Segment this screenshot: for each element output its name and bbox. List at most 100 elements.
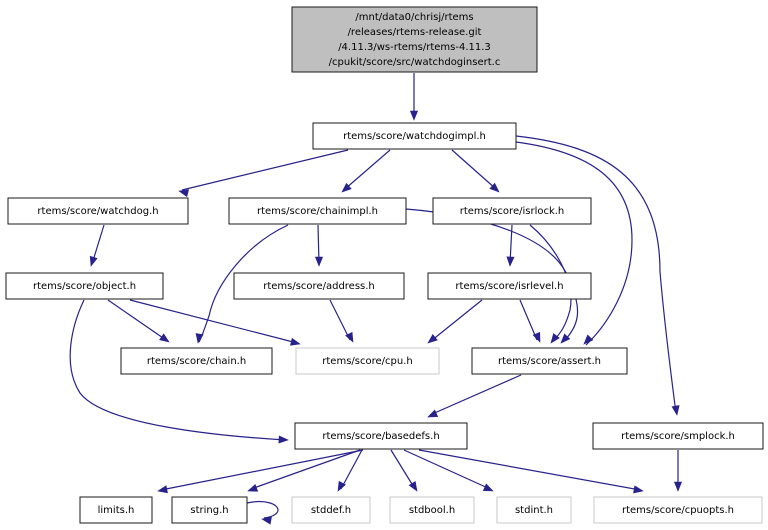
edge-isrlevel-to-assert bbox=[519, 299, 538, 341]
node-label-smplock: rtems/score/smplock.h bbox=[621, 431, 735, 442]
node-label-assert: rtems/score/assert.h bbox=[498, 356, 601, 367]
edge-basedefs-to-string bbox=[250, 449, 361, 490]
edge-object-to-cpu bbox=[129, 299, 298, 344]
graph-node-stdbool[interactable]: stdbool.h bbox=[389, 496, 475, 524]
node-box-watchdog[interactable] bbox=[7, 197, 189, 225]
nodes-layer: /mnt/data0/chrisj/rtems/releases/rtems-r… bbox=[5, 6, 764, 524]
node-label-address: rtems/score/address.h bbox=[263, 281, 375, 292]
edge-address-to-cpu bbox=[329, 299, 351, 341]
graph-node-watchdogimpl[interactable]: rtems/score/watchdogimpl.h bbox=[312, 122, 517, 150]
graph-node-cpuopts[interactable]: rtems/score/cpuopts.h bbox=[593, 496, 763, 524]
node-box-object[interactable] bbox=[5, 272, 164, 300]
edge-basedefs-to-stddef bbox=[340, 449, 363, 490]
edge-watchdogimpl-to-smplock bbox=[515, 135, 677, 414]
node-box-stdint[interactable] bbox=[496, 496, 572, 524]
arrowhead bbox=[560, 333, 571, 344]
edge-watchdogimpl-to-isrlock bbox=[451, 149, 497, 190]
node-box-chain[interactable] bbox=[120, 347, 273, 375]
arrowhead bbox=[178, 189, 190, 198]
node-box-basedefs[interactable] bbox=[294, 422, 468, 450]
node-box-address[interactable] bbox=[233, 272, 405, 300]
graph-node-cpu[interactable]: rtems/score/cpu.h bbox=[295, 347, 440, 375]
arrowhead bbox=[314, 256, 324, 267]
graph-node-isrlock[interactable]: rtems/score/isrlock.h bbox=[432, 197, 592, 225]
node-label-watchdogimpl: rtems/score/watchdogimpl.h bbox=[343, 131, 486, 142]
edge-basedefs-to-stdbool bbox=[390, 449, 416, 490]
graph-node-isrlevel[interactable]: rtems/score/isrlevel.h bbox=[427, 272, 592, 300]
graph-node-watchdog[interactable]: rtems/score/watchdog.h bbox=[7, 197, 189, 225]
arrowhead bbox=[341, 182, 352, 193]
arrowhead bbox=[278, 435, 289, 444]
arrowhead bbox=[427, 334, 438, 344]
arrowhead bbox=[261, 516, 272, 525]
arrowhead bbox=[345, 331, 354, 343]
edge-basedefs-to-stdint bbox=[403, 449, 491, 490]
arrowhead bbox=[408, 480, 418, 492]
node-label-cpuopts: rtems/score/cpuopts.h bbox=[622, 505, 734, 516]
arrowhead bbox=[532, 331, 541, 343]
node-box-root[interactable] bbox=[291, 6, 538, 73]
edge-object-to-basedefs bbox=[69, 299, 287, 441]
arrowhead bbox=[247, 484, 259, 492]
node-box-limits[interactable] bbox=[79, 496, 153, 524]
arrowhead bbox=[550, 333, 560, 344]
node-label-string: string.h bbox=[190, 505, 228, 516]
graph-node-basedefs[interactable]: rtems/score/basedefs.h bbox=[294, 422, 468, 450]
node-box-isrlevel[interactable] bbox=[427, 272, 592, 300]
node-box-isrlock[interactable] bbox=[432, 197, 592, 225]
graph-node-stddef[interactable]: stddef.h bbox=[291, 496, 371, 524]
node-label-chain: rtems/score/chain.h bbox=[147, 356, 246, 367]
graph-node-assert[interactable]: rtems/score/assert.h bbox=[471, 347, 628, 375]
arrowhead bbox=[409, 110, 419, 121]
arrowhead bbox=[159, 333, 170, 343]
node-box-assert[interactable] bbox=[471, 347, 628, 375]
node-box-string[interactable] bbox=[171, 496, 248, 524]
arrowhead bbox=[427, 409, 439, 418]
node-label-basedefs: rtems/score/basedefs.h bbox=[322, 431, 439, 442]
arrowhead bbox=[89, 255, 98, 267]
node-label-root: /mnt/data0/chrisj/rtems bbox=[355, 12, 473, 23]
arrowhead bbox=[489, 182, 500, 193]
graph-node-object[interactable]: rtems/score/object.h bbox=[5, 272, 164, 300]
arrowheads-layer bbox=[89, 110, 683, 525]
graph-node-stdint[interactable]: stdint.h bbox=[496, 496, 572, 524]
node-box-stddef[interactable] bbox=[291, 496, 371, 524]
node-label-root: /releases/rtems-release.git bbox=[348, 27, 482, 38]
edge-isrlevel-to-cpu bbox=[430, 299, 483, 342]
edge-basedefs-to-cpuopts bbox=[418, 449, 641, 491]
node-box-cpuopts[interactable] bbox=[593, 496, 763, 524]
arrowhead bbox=[195, 333, 204, 344]
edge-watchdogimpl-to-watchdog bbox=[181, 149, 349, 191]
graph-node-chain[interactable]: rtems/score/chain.h bbox=[120, 347, 273, 375]
edge-assert-to-basedefs bbox=[429, 374, 522, 416]
node-label-watchdog: rtems/score/watchdog.h bbox=[37, 206, 158, 217]
graph-node-address[interactable]: rtems/score/address.h bbox=[233, 272, 405, 300]
graph-node-limits[interactable]: limits.h bbox=[79, 496, 153, 524]
graph-node-chainimpl[interactable]: rtems/score/chainimpl.h bbox=[228, 197, 407, 225]
node-box-chainimpl[interactable] bbox=[228, 197, 407, 225]
arrowhead bbox=[482, 483, 494, 492]
node-label-chainimpl: rtems/score/chainimpl.h bbox=[257, 206, 378, 217]
edge-watchdogimpl-to-assert bbox=[515, 141, 633, 346]
node-box-watchdogimpl[interactable] bbox=[312, 122, 517, 150]
arrowhead bbox=[157, 485, 168, 494]
node-box-stdbool[interactable] bbox=[389, 496, 475, 524]
node-box-cpu[interactable] bbox=[295, 347, 440, 375]
arrowhead bbox=[673, 481, 683, 492]
edge-object-to-chain bbox=[107, 299, 167, 341]
edge-basedefs-to-limits bbox=[160, 449, 364, 491]
arrowhead bbox=[289, 337, 301, 346]
node-box-smplock[interactable] bbox=[592, 422, 764, 450]
graph-node-string[interactable]: string.h bbox=[171, 496, 248, 524]
edge-watchdogimpl-to-chainimpl bbox=[344, 149, 391, 190]
edge-string-to-string bbox=[246, 500, 279, 519]
arrowhead bbox=[337, 480, 346, 492]
node-label-stdbool: stdbool.h bbox=[409, 505, 455, 516]
node-label-root: /4.11.3/ws-rtems/rtems-4.11.3 bbox=[338, 42, 491, 53]
arrowhead bbox=[506, 256, 515, 267]
graph-node-root[interactable]: /mnt/data0/chrisj/rtems/releases/rtems-r… bbox=[291, 6, 538, 73]
edges-layer bbox=[69, 73, 679, 519]
graph-node-smplock[interactable]: rtems/score/smplock.h bbox=[592, 422, 764, 450]
